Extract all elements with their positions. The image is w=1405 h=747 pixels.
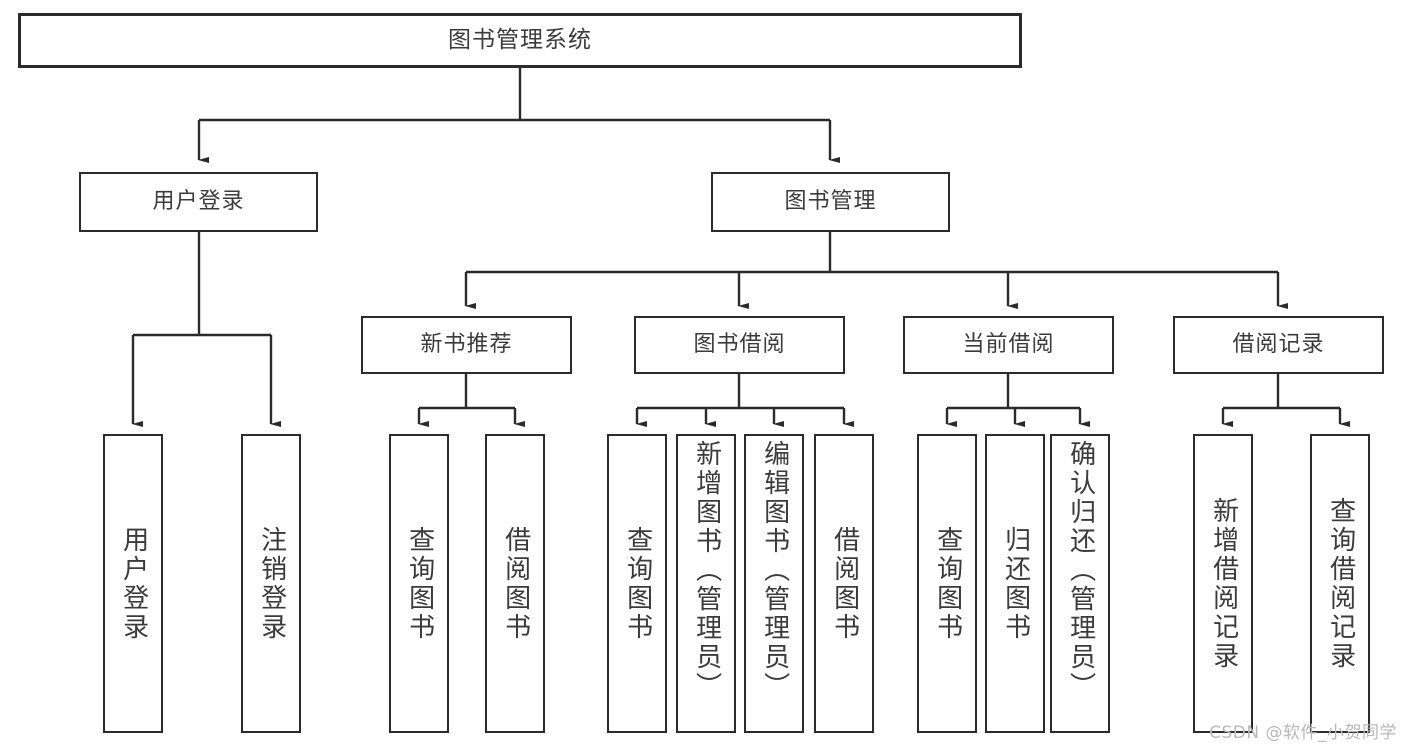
leaf-query-book-recommend[interactable]: 查询图书 [389,434,449,733]
node-label: 查询图书 [932,525,963,642]
leaf-query-book-current[interactable]: 查询图书 [917,434,977,733]
leaf-query-book-borrow[interactable]: 查询图书 [607,434,667,733]
node-label: 用户登录 [118,525,149,642]
leaf-query-borrow-record[interactable]: 查询借阅记录 [1310,434,1370,733]
node-label: 借阅图书 [829,525,860,642]
node-new-book-recommend[interactable]: 新书推荐 [361,316,572,374]
node-label: 确认归还（管理员） [1065,440,1096,701]
csdn-watermark: CSDN @软件_小贺同学 [1209,723,1397,743]
node-label: 新增图书（管理员） [691,440,722,701]
leaf-borrow-book-recommend[interactable]: 借阅图书 [485,434,545,733]
leaf-user-login[interactable]: 用户登录 [103,434,163,733]
node-label: 编辑图书（管理员） [759,440,790,701]
node-label: 查询图书 [404,525,435,642]
node-label: 查询借阅记录 [1325,496,1356,671]
node-label: 新书推荐 [420,332,513,358]
leaf-add-book-admin[interactable]: 新增图书（管理员） [676,434,736,733]
leaf-return-book[interactable]: 归还图书 [985,434,1045,733]
node-label: 查询图书 [622,525,653,642]
node-label: 新增借阅记录 [1208,496,1239,671]
leaf-confirm-return-admin[interactable]: 确认归还（管理员） [1050,434,1110,733]
leaf-logout[interactable]: 注销登录 [241,434,301,733]
node-book-borrow[interactable]: 图书借阅 [634,316,845,374]
node-root-system[interactable]: 图书管理系统 [18,13,1022,68]
node-user-login[interactable]: 用户登录 [79,172,318,232]
node-label: 图书管理 [784,189,877,215]
node-label: 借阅图书 [500,525,531,642]
node-current-borrow[interactable]: 当前借阅 [903,316,1114,374]
node-label: 借阅记录 [1232,332,1325,358]
node-book-management[interactable]: 图书管理 [711,172,950,232]
leaf-edit-book-admin[interactable]: 编辑图书（管理员） [744,434,804,733]
node-label: 当前借阅 [962,332,1055,358]
leaf-borrow-book[interactable]: 借阅图书 [814,434,874,733]
node-label: 图书管理系统 [448,26,592,53]
node-label: 图书借阅 [693,332,786,358]
node-borrow-record[interactable]: 借阅记录 [1173,316,1384,374]
leaf-add-borrow-record[interactable]: 新增借阅记录 [1193,434,1253,733]
node-label: 归还图书 [1000,525,1031,642]
node-label: 注销登录 [256,525,287,642]
node-label: 用户登录 [152,189,245,215]
